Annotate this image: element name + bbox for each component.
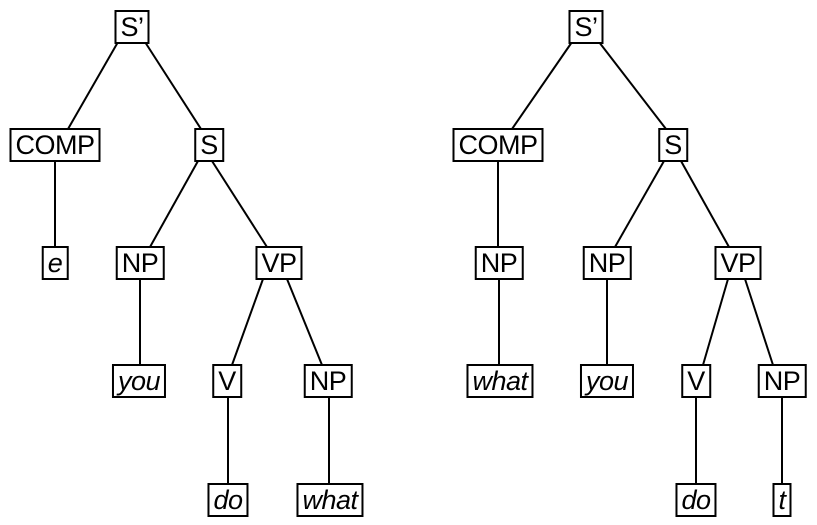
- edge-right-s-vp: [680, 160, 730, 248]
- node-left-you: you: [111, 364, 167, 398]
- edge-left-sbar-comp: [67, 41, 119, 130]
- node-right-do: do: [675, 483, 717, 517]
- edge-right-vp-v: [702, 278, 729, 366]
- node-left-vp: VP: [255, 246, 303, 280]
- edge-left-sbar-s: [144, 41, 202, 130]
- node-right-vp: VP: [714, 246, 762, 280]
- node-right-sbar: S’: [568, 10, 604, 44]
- node-right-what: what: [466, 364, 534, 398]
- edge-right-sbar-s: [598, 41, 667, 130]
- node-right-t: t: [772, 483, 792, 517]
- node-right-comp: COMP: [452, 128, 544, 162]
- node-left-np-subject: NP: [115, 246, 165, 280]
- node-right-np-subject: NP: [582, 246, 632, 280]
- edge-right-vp-np: [744, 278, 774, 366]
- edge-left-s-vp: [211, 160, 268, 248]
- node-right-np-object: NP: [757, 364, 807, 398]
- node-left-do: do: [207, 483, 249, 517]
- node-right-np-comp: NP: [474, 246, 524, 280]
- node-left-comp: COMP: [9, 128, 101, 162]
- edge-right-s-np: [614, 160, 665, 248]
- edge-left-s-np: [149, 160, 199, 248]
- node-left-what: what: [296, 483, 364, 517]
- edge-left-vp-np: [286, 278, 323, 366]
- node-left-e: e: [41, 246, 69, 280]
- node-right-s: S: [658, 128, 688, 162]
- node-left-sbar: S’: [114, 10, 150, 44]
- node-right-you: you: [579, 364, 635, 398]
- edge-right-sbar-comp: [511, 41, 573, 130]
- node-left-v: V: [212, 364, 242, 398]
- edge-left-vp-v: [231, 278, 264, 366]
- node-right-v: V: [681, 364, 711, 398]
- node-left-s: S: [194, 128, 224, 162]
- node-left-np-object: NP: [303, 364, 353, 398]
